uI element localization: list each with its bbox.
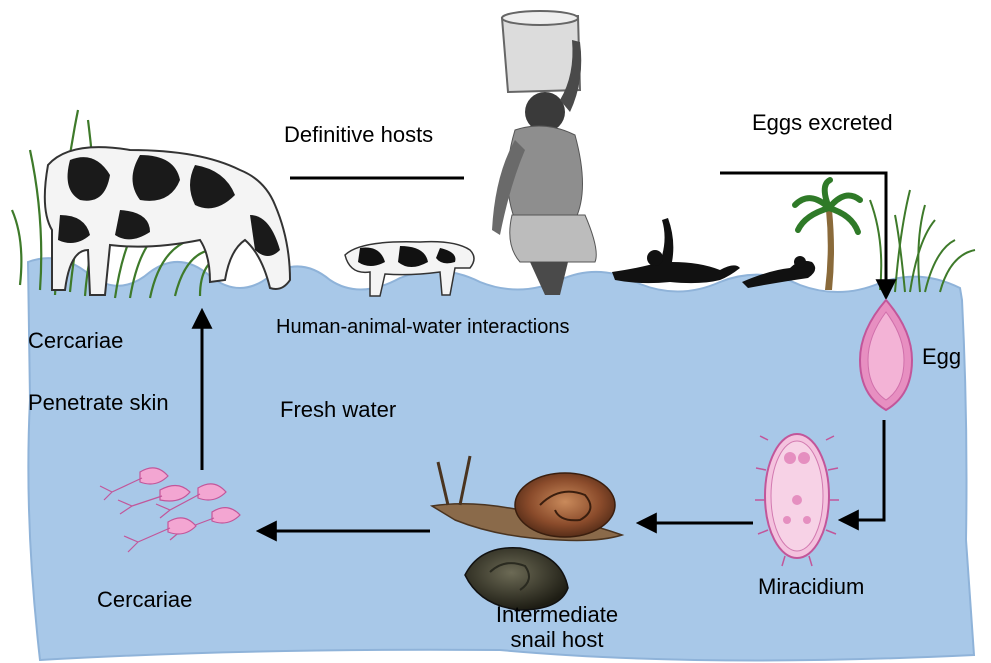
miracidium-label: Miracidium bbox=[758, 574, 864, 599]
children-swimming-icon bbox=[612, 218, 815, 288]
cercariae-bottom-label: Cercariae bbox=[97, 587, 192, 612]
cercariae-top-label: Cercariae bbox=[28, 328, 123, 353]
egg-label: Egg bbox=[922, 344, 961, 369]
penetrate-skin-label: Penetrate skin bbox=[28, 390, 169, 412]
intermediate-host-label: Intermediate snail host bbox=[482, 602, 632, 653]
woman-carrying-bucket-icon bbox=[492, 11, 596, 295]
definitive-hosts-label: Definitive hosts bbox=[284, 122, 433, 147]
interactions-label: Human-animal-water interactions bbox=[276, 316, 569, 339]
intermediate-host-line2: snail host bbox=[482, 627, 632, 652]
eggs-excreted-label: Eggs excreted bbox=[752, 110, 893, 135]
intermediate-host-line1: Intermediate bbox=[482, 602, 632, 627]
fresh-water-label: Fresh water bbox=[280, 397, 396, 422]
